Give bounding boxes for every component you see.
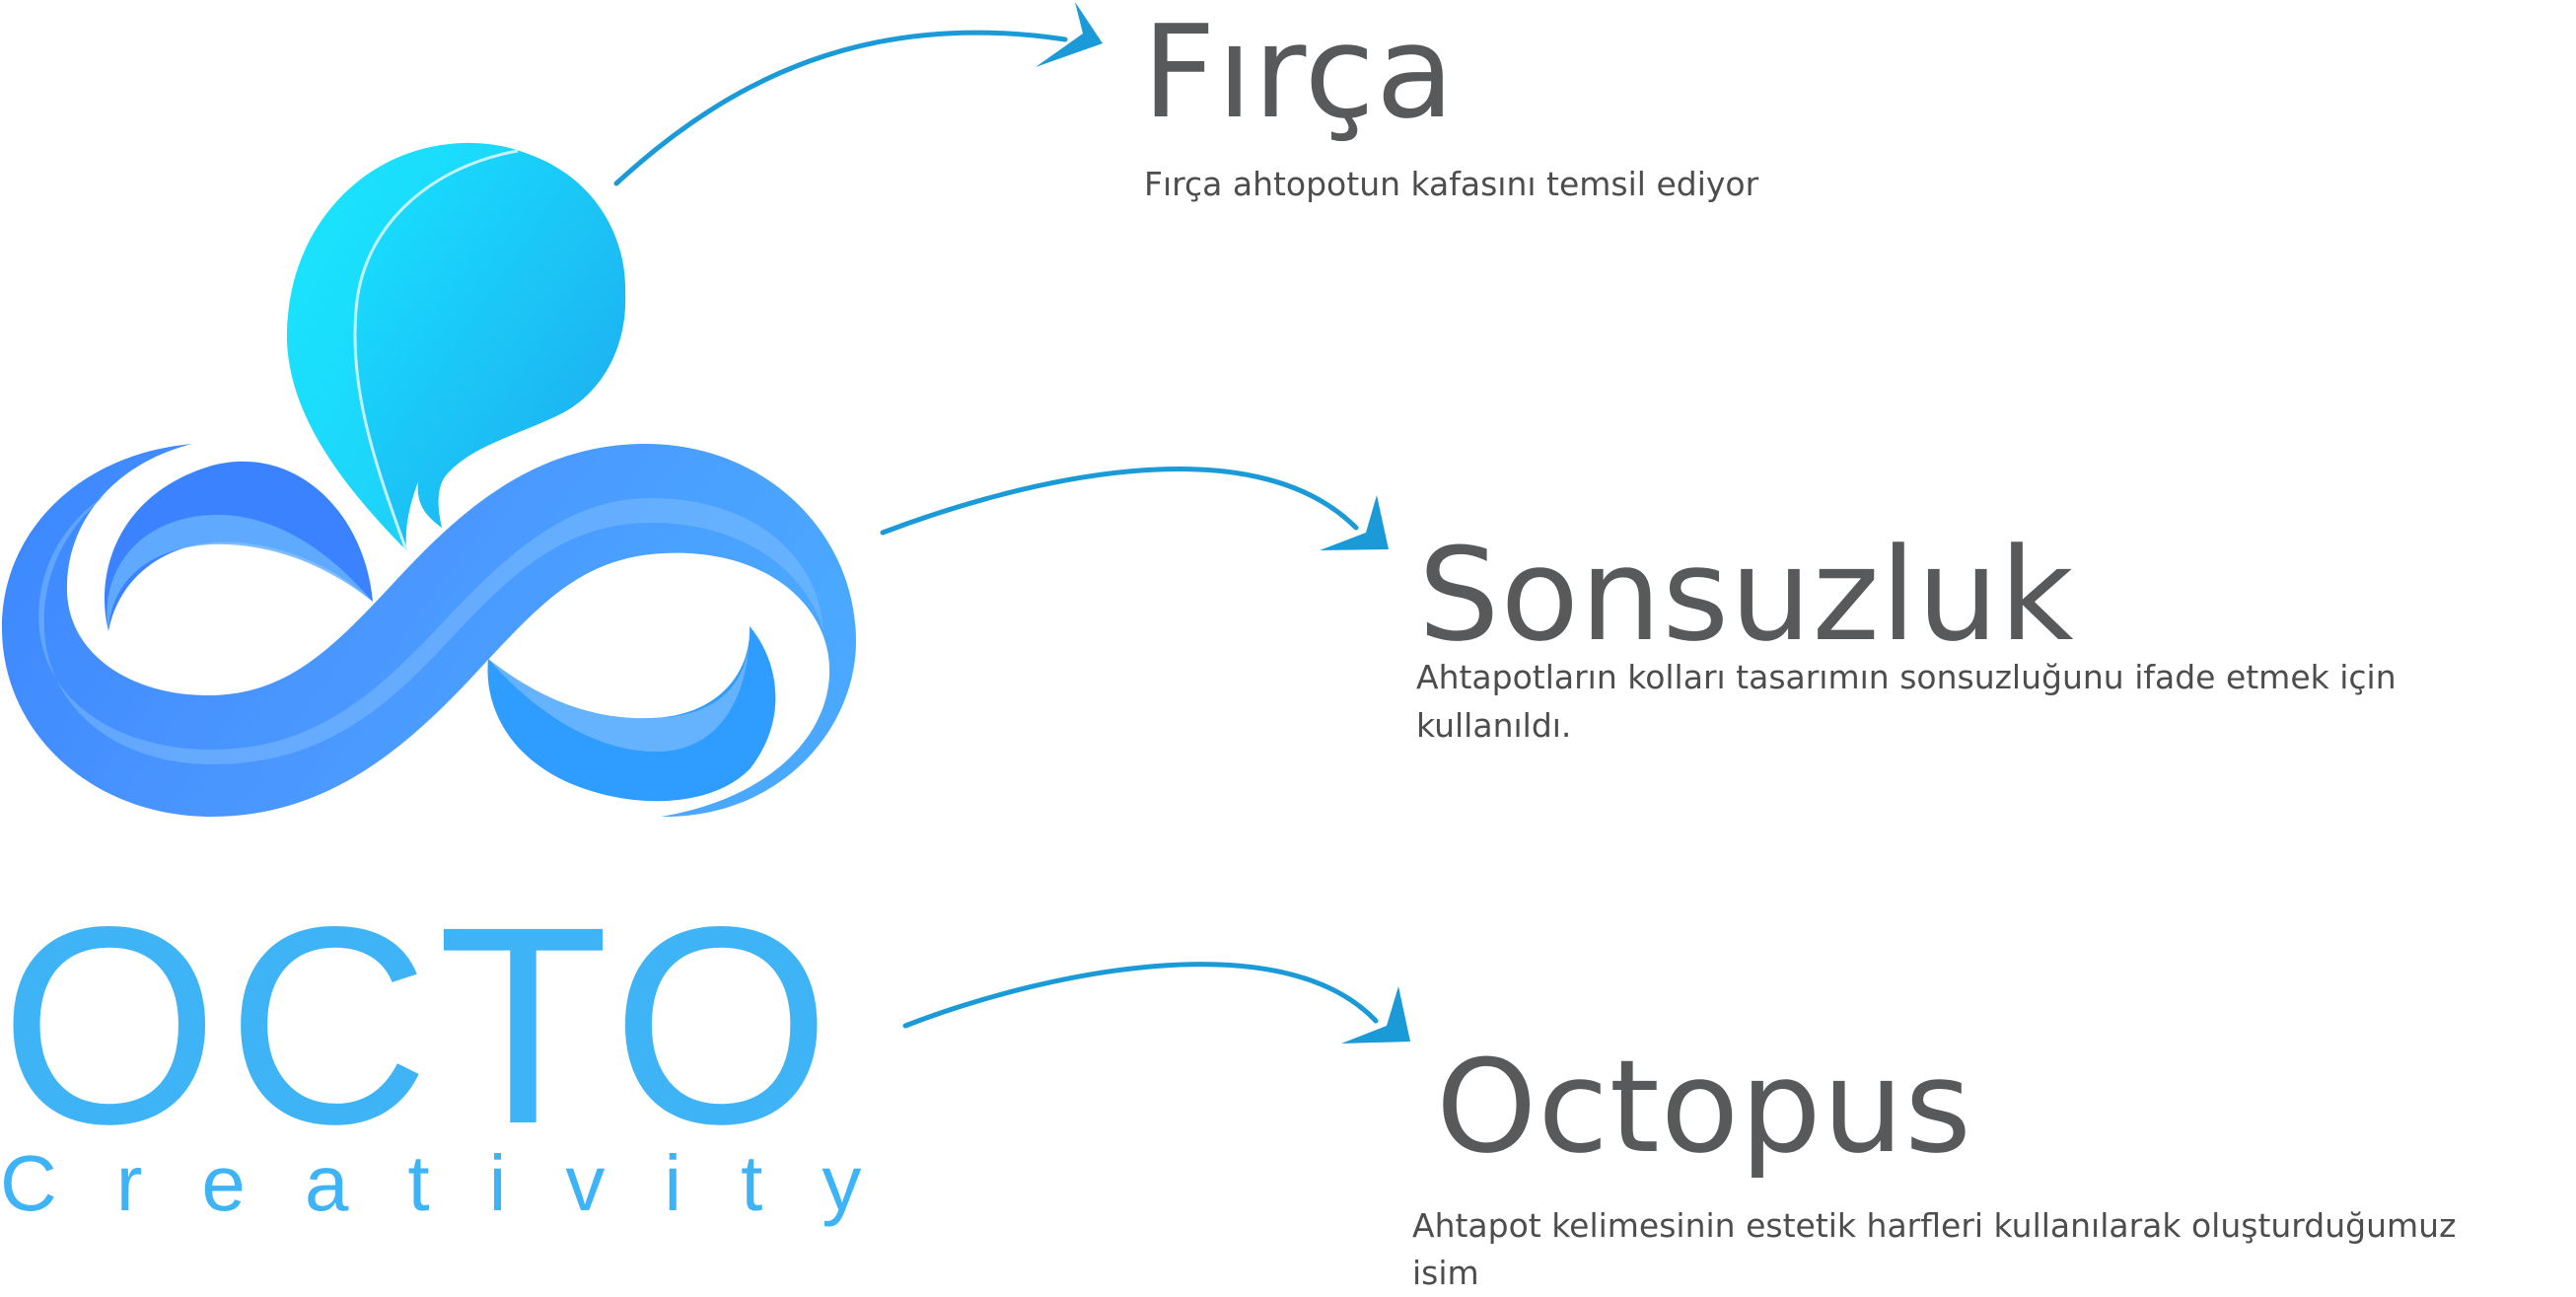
section-desc-octopus-line2: isim: [1412, 1254, 1479, 1292]
section-title-octopus: Octopus: [1436, 1032, 1972, 1182]
section-desc-sonsuzluk-line2: kullanıldı.: [1416, 706, 1572, 745]
logo-tagline: Creativity: [0, 1139, 921, 1227]
section-title-sonsuzluk: Sonsuzluk: [1418, 520, 2075, 670]
section-desc-sonsuzluk-line1: Ahtapotların kolları tasarımın sonsuzluğ…: [1416, 658, 2397, 696]
arrow-to-octopus-icon: [902, 962, 1410, 1044]
octopus-head-icon: [286, 142, 626, 551]
section-desc-octopus-line1: Ahtapot kelimesinin estetik harfleri kul…: [1412, 1206, 2457, 1245]
section-desc-firca-line1: Fırça ahtopotun kafasını temsil ediyor: [1144, 165, 1759, 203]
section-title-firca: Fırça: [1142, 0, 1456, 147]
arrow-to-firca-icon: [613, 2, 1103, 186]
logo-wordmark: OCTO: [0, 869, 839, 1183]
arrow-to-sonsuzluk-icon: [880, 467, 1389, 550]
infinity-tentacles-icon: [1, 444, 857, 818]
